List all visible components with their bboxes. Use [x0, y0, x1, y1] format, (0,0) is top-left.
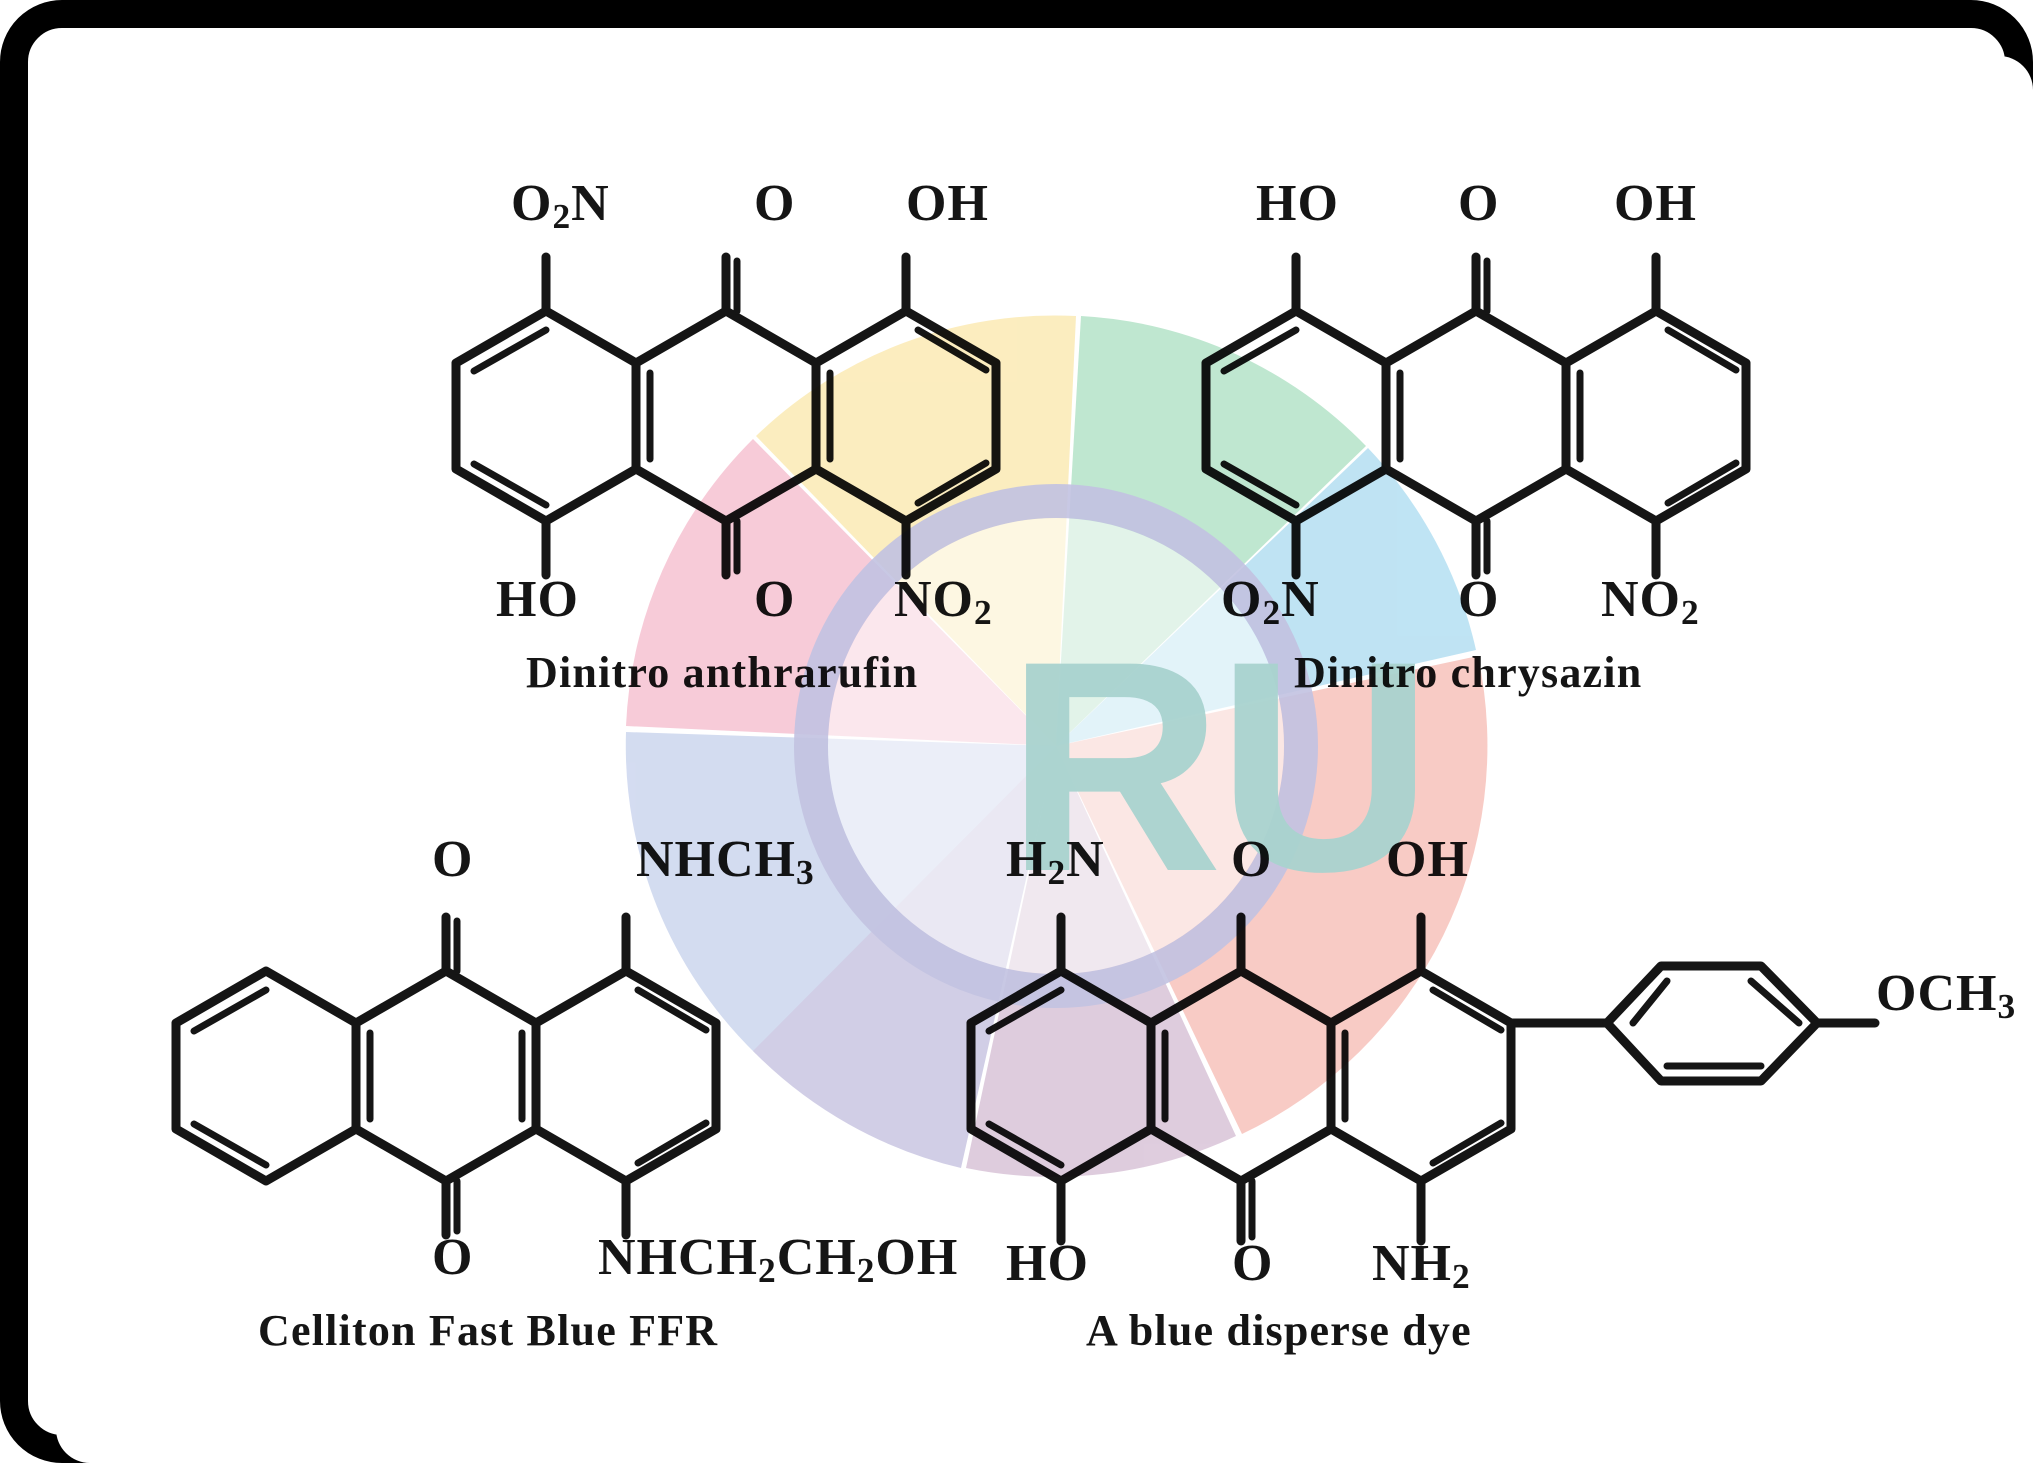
label-o-top-middle-2: O: [1458, 175, 1500, 232]
label-o-bottom-3: O: [432, 1229, 474, 1286]
label-oh-top-right-1: OH: [906, 175, 989, 232]
structure-dinitro-chrysazin: [1196, 251, 1816, 581]
label-ho-top-left-2: HO: [1256, 175, 1339, 232]
label-o2n-top-left: O2N: [511, 175, 610, 236]
label-o-top-3: O: [432, 831, 474, 888]
watermark-letters: RU: [1006, 598, 1433, 934]
label-no2-bottom-right-2: NO2: [1601, 571, 1700, 632]
caption-blue-disperse-dye: A blue disperse dye: [1086, 1306, 1472, 1355]
label-oh-top-right-4: OH: [1386, 831, 1469, 888]
caption-dinitro-anthrarufin: Dinitro anthrarufin: [526, 648, 919, 697]
label-och3-right-4: OCH3: [1876, 965, 2017, 1026]
structure-celliton-fast-blue-ffr: [166, 911, 816, 1241]
label-ho-bottom-left-4: HO: [1006, 1235, 1089, 1292]
label-ho-bottom-left-1: HO: [496, 571, 579, 628]
label-h2n-top-left-4: H2N: [1006, 831, 1105, 892]
structure-dinitro-anthrarufin: [446, 251, 1086, 581]
label-o-bottom-middle-1: O: [754, 571, 796, 628]
label-nhch2ch2oh-bottom-3: NHCH2CH2OH: [598, 1229, 959, 1290]
label-o-bottom-middle-4: O: [1232, 1235, 1274, 1292]
label-oh-top-right-2: OH: [1614, 175, 1697, 232]
label-o-top-middle-4: O: [1231, 831, 1273, 888]
caption-dinitro-chrysazin: Dinitro chrysazin: [1294, 648, 1643, 697]
label-nhch3-top-3: NHCH3: [636, 831, 815, 892]
label-o2n-bottom-left-2: O2N: [1221, 571, 1320, 632]
structure-blue-disperse-dye: [961, 911, 1961, 1251]
label-o-bottom-middle-2: O: [1458, 571, 1500, 628]
label-nh2-bottom-right-4: NH2: [1372, 1235, 1471, 1296]
label-no2-bottom-right-1: NO2: [894, 571, 993, 632]
figure-canvas: RU: [56, 56, 2033, 1463]
label-o-top-middle-1: O: [754, 175, 796, 232]
caption-celliton-fast-blue-ffr: Celliton Fast Blue FFR: [258, 1306, 719, 1355]
